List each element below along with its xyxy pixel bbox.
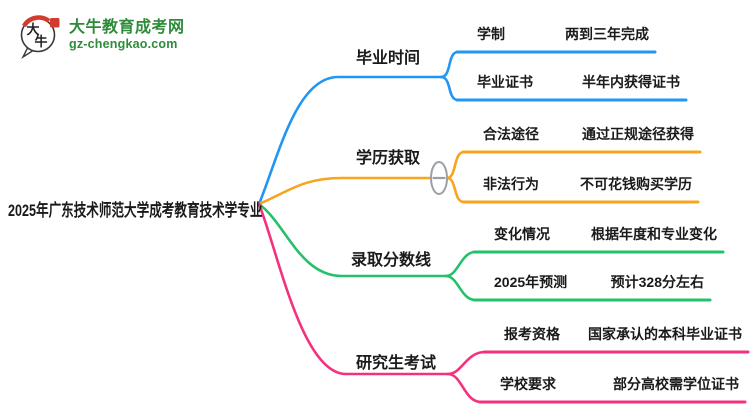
leaf-value: 部分高校需学位证书: [613, 376, 739, 392]
leaf-node-school-requirement[interactable]: 学校要求 部分高校需学位证书: [480, 372, 745, 402]
leaf-node-diploma[interactable]: 毕业证书 半年内获得证书: [457, 70, 686, 100]
leaf-value: 两到三年完成: [565, 26, 649, 42]
logo-seal: [50, 18, 60, 28]
leaf-key: 学制: [477, 26, 505, 42]
leaf-key: 学校要求: [500, 376, 556, 392]
branch1-trunk-line: [257, 75, 443, 206]
site-logo[interactable]: 大 牛 大牛教育成考网 gz-chengkao.com: [16, 11, 185, 59]
branch4-trunk-line: [257, 202, 450, 376]
leaf-key: 非法行为: [483, 176, 539, 192]
leaf-value: 不可花钱购买学历: [580, 176, 692, 192]
leaf-key: 毕业证书: [477, 74, 533, 90]
logo-bubble-icon: 大 牛: [20, 15, 60, 59]
leaf-value: 通过正规途径获得: [582, 126, 694, 142]
branch2-fork-down: [445, 176, 466, 204]
branch3-fork-up: [444, 250, 477, 278]
leaf-value: 预计328分左右: [610, 274, 704, 290]
leaf-key: 变化情况: [494, 226, 550, 242]
leaf-value: 根据年度和专业变化: [591, 226, 717, 242]
logo-bubble-char-bottom: 牛: [34, 34, 47, 50]
leaf-node-score-variation[interactable]: 变化情况 根据年度和专业变化: [474, 222, 723, 252]
branch3-trunk-line: [257, 202, 448, 278]
logo-site-url: gz-chengkao.com: [69, 36, 178, 51]
branch3-fork-down: [444, 274, 477, 302]
branch2-trunk-line: [257, 176, 433, 206]
leaf-node-study-duration[interactable]: 学制 两到三年完成: [457, 22, 655, 52]
branch1-fork-up: [439, 50, 460, 79]
branch-node-postgraduate-exam[interactable]: 研究生考试: [356, 355, 437, 372]
logo-site-name: 大牛教育成考网: [69, 19, 185, 37]
branch1-fork-down: [439, 75, 460, 102]
leaf-key: 合法途径: [483, 126, 539, 142]
branch-node-admission-score[interactable]: 录取分数线: [351, 252, 432, 269]
branch-node-degree-acquisition[interactable]: 学历获取: [356, 150, 421, 167]
main-topic-node[interactable]: 2025年广东技术师范大学成考教育技术学专业: [8, 201, 263, 220]
leaf-key: 报考资格: [504, 326, 560, 342]
branch2-fork-up: [445, 150, 466, 180]
branch4-fork-up: [446, 350, 487, 376]
leaf-key: 2025年预测: [494, 274, 568, 290]
leaf-value: 半年内获得证书: [582, 74, 680, 90]
logo-bubble-char-top: 大: [26, 22, 39, 38]
leaf-node-illegal-way[interactable]: 非法行为 不可花钱购买学历: [463, 172, 698, 202]
branch4-fork-down: [446, 372, 483, 404]
logo-red-arc: [22, 15, 51, 28]
leaf-value: 国家承认的本科毕业证书: [588, 326, 742, 342]
leaf-node-exam-eligibility[interactable]: 报考资格 国家承认的本科毕业证书: [484, 322, 748, 352]
leaf-node-legal-way[interactable]: 合法途径 通过正规途径获得: [463, 122, 700, 152]
collapse-button[interactable]: [430, 161, 448, 195]
branch-node-graduation-time[interactable]: 毕业时间: [356, 50, 421, 67]
leaf-node-score-forecast[interactable]: 2025年预测 预计328分左右: [474, 270, 710, 300]
